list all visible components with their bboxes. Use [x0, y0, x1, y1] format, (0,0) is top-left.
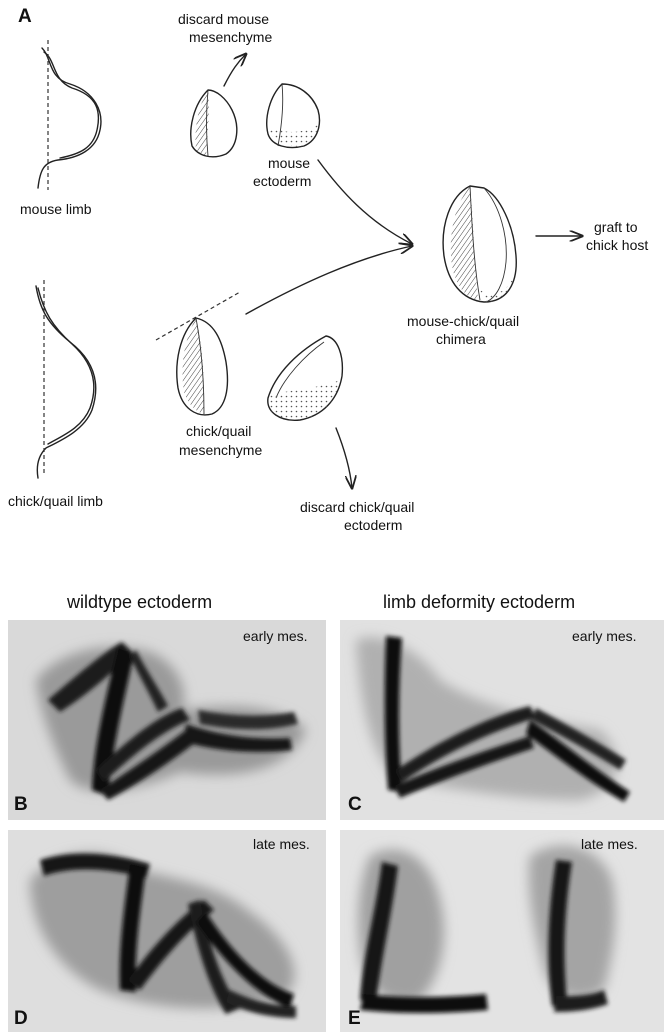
panel-b-label: early mes.: [243, 628, 308, 644]
mesenchyme-to-chimera-arrow: [246, 246, 412, 314]
chick-limb-drawing: [36, 280, 96, 478]
panel-a-letter: A: [18, 6, 32, 27]
chimera-label-line2: chimera: [436, 331, 486, 347]
panel-d-letter: D: [14, 1008, 28, 1029]
panel-e: late mes. E: [340, 830, 664, 1032]
chimera-label-line1: mouse-chick/quail: [407, 313, 519, 329]
chimera-drawing: [443, 186, 516, 302]
panel-c-label: early mes.: [572, 628, 637, 644]
chick-ectoderm-piece: [268, 336, 343, 420]
panel-c: early mes. C: [340, 620, 664, 820]
column-title-left: wildtype ectoderm: [66, 592, 212, 612]
ectoderm-to-chimera-arrow: [318, 160, 412, 244]
panel-b: early mes. B: [8, 620, 326, 820]
graft-label-line2: chick host: [586, 237, 648, 253]
discard-mouse-label-line1: discard mouse: [178, 11, 269, 27]
graft-label-line1: graft to: [594, 219, 638, 235]
discard-mouse-arrow: [224, 54, 246, 86]
mouse-limb-drawing: [38, 40, 101, 190]
discard-chick-label-line2: ectoderm: [344, 517, 402, 533]
panel-d-label: late mes.: [253, 836, 310, 852]
panel-c-letter: C: [348, 794, 362, 815]
chick-mesenchyme-piece: [156, 292, 240, 415]
chick-mesenchyme-label-line2: mesenchyme: [179, 442, 262, 458]
panel-e-letter: E: [348, 1008, 361, 1029]
discard-chick-label-line1: discard chick/quail: [300, 499, 414, 515]
discard-mouse-label-line2: mesenchyme: [189, 29, 272, 45]
mouse-ectoderm-label-line2: ectoderm: [253, 173, 311, 189]
mouse-limb-label: mouse limb: [20, 201, 92, 217]
column-title-right: limb deformity ectoderm: [383, 592, 575, 612]
panel-b-letter: B: [14, 794, 28, 815]
mouse-ectoderm-label-line1: mouse: [268, 155, 310, 171]
mouse-ectoderm-piece: [267, 84, 320, 148]
panel-e-label: late mes.: [581, 836, 638, 852]
discard-chick-arrow: [336, 428, 352, 488]
chick-mesenchyme-label-line1: chick/quail: [186, 423, 251, 439]
chick-limb-label: chick/quail limb: [8, 493, 103, 509]
panel-d: late mes. D: [8, 830, 326, 1032]
mouse-mesenchyme-piece: [191, 90, 237, 157]
